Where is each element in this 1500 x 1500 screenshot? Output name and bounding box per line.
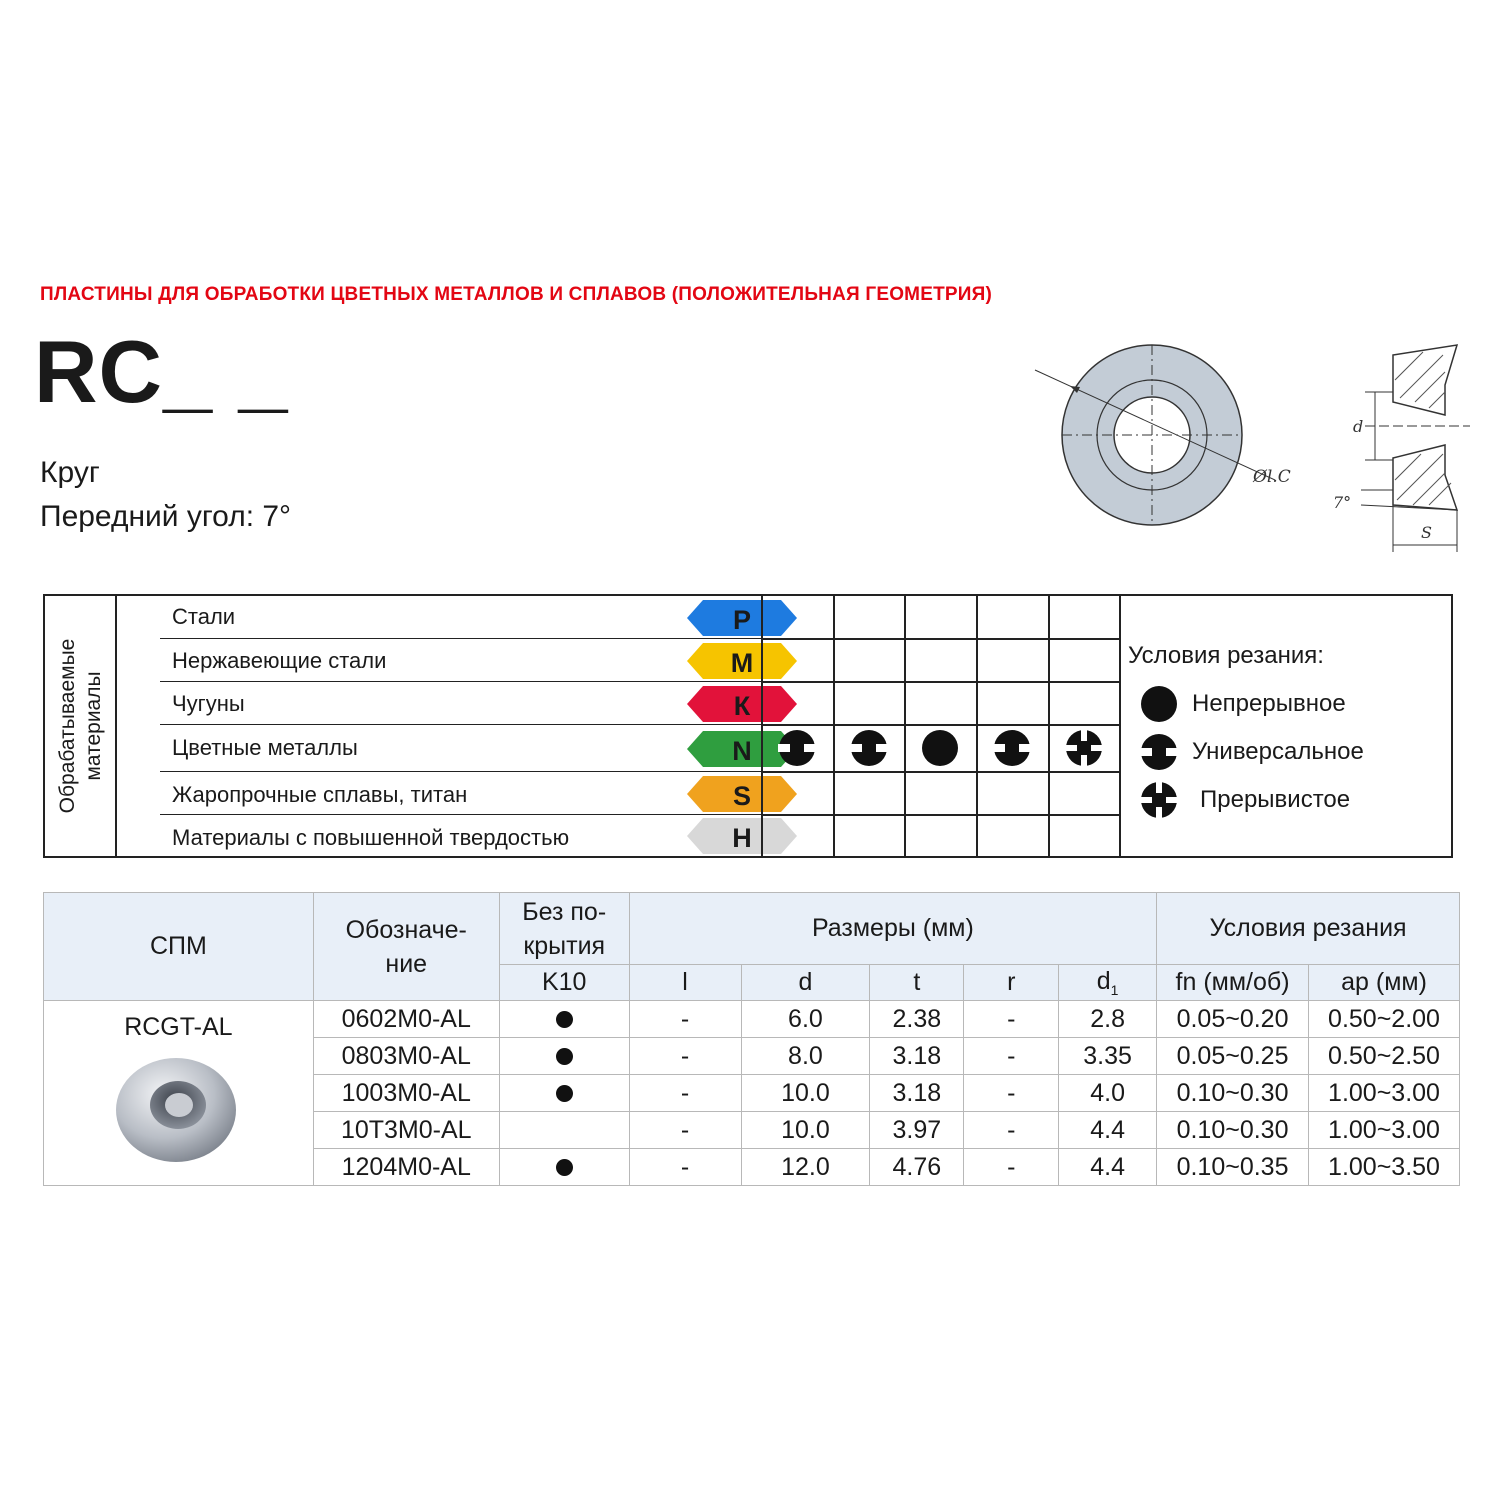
cutting-conditions-title: Условия резания: [1128,642,1324,669]
material-badge-h: H [687,818,797,854]
interrupted-icon [1140,781,1178,819]
svg-text:N: N [732,736,752,766]
n-condition-continuous-icon [922,730,958,766]
insert-photo [116,1058,237,1162]
col-conditions: Условия резания [1156,892,1460,965]
material-label: Материалы с повышенной твердостью [172,825,570,850]
col-fn: fn (мм/об) [1156,964,1310,1001]
material-label: Чугуны [172,691,245,716]
col-dimensions: Размеры (мм) [628,892,1158,965]
col-t: t [869,964,965,1001]
svg-text:К: К [734,691,751,721]
section-subtitle: ПЛАСТИНЫ ДЛЯ ОБРАБОТКИ ЦВЕТНЫХ МЕТАЛЛОВ … [40,284,992,305]
material-badge-s: S [687,776,797,812]
spm-name: RCGT-AL [124,1013,233,1041]
material-row-nonferrous: Цветные металлы N [160,725,805,772]
rake-angle-label: Передний угол: 7° [40,500,292,533]
material-label: Нержавеющие стали [172,648,387,673]
material-row-cast-iron: Чугуны К [160,682,805,725]
material-badge-p: P [687,600,797,636]
k10-mark [498,1148,630,1186]
col-spm: СПМ [43,892,314,1001]
material-badge-k: К [687,686,797,722]
col-r: r [963,964,1060,1001]
material-badge-m: M [687,643,797,679]
material-label: Жаропрочные сплавы, титан [172,782,468,807]
k10-mark [498,1111,630,1149]
product-code-title: RC_ _ [34,322,289,421]
table-row: 1204M0-AL - 12.0 4.76 - 4.4 0.10~0.35 1.… [44,1148,1460,1186]
n-condition-interrupted-icon [1065,729,1103,767]
svg-text:P: P [733,605,751,635]
k10-mark [498,1074,630,1112]
n-condition-universal-icon [850,730,888,766]
material-label: Стали [172,604,236,629]
col-l: l [628,964,742,1001]
material-row-stainless: Нержавеющие стали M [160,639,805,682]
n-condition-universal-icon [993,730,1031,766]
angle-dimension-label: 7° [1333,493,1351,512]
col-ap: ap (мм) [1308,964,1460,1001]
col-d: d [740,964,871,1001]
material-row-hardened: Материалы с повышенной твердостью H [160,815,805,856]
material-label: Цветные металлы [172,735,358,760]
specs-table: СПМ Обозначе-ние Без по-крытия Размеры (… [43,892,1460,1186]
material-row-steel: Стали P [160,596,805,639]
shape-label: Круг [40,456,100,489]
table-row: 0803M0-AL - 8.0 3.18 - 3.35 0.05~0.25 0.… [44,1037,1460,1075]
insert-side-view-drawing: d 7° S [1333,344,1470,552]
diameter-label: Øl.C [1252,467,1291,487]
n-condition-universal-icon [778,730,816,766]
svg-text:M: M [731,648,754,678]
insert-top-view-drawing: Øl.C [1034,344,1291,526]
table-row: RCGT-AL 0602M0-AL - 6.0 2.38 - 2.8 0.05~… [43,1000,1460,1186]
material-badge-n: N [687,731,797,767]
d-dimension-label: d [1353,417,1363,436]
continuous-icon [1141,686,1177,722]
universal-icon [1140,734,1178,770]
svg-text:S: S [733,781,751,811]
col-d1: d1 [1058,964,1158,1001]
spm-cell: RCGT-AL [43,1000,314,1186]
s-dimension-label: S [1421,523,1432,542]
k10-mark [498,1000,630,1038]
col-k10: K10 [498,964,630,1001]
material-row-heat-resistant: Жаропрочные сплавы, титан S [160,772,805,815]
table-row: 10T3M0-AL - 10.0 3.97 - 4.4 0.10~0.30 1.… [44,1111,1460,1149]
col-uncoated: Без по-крытия [498,892,630,965]
table-row: 1003M0-AL - 10.0 3.18 - 4.0 0.10~0.30 1.… [44,1074,1460,1112]
k10-mark [498,1037,630,1075]
svg-text:H: H [732,823,752,853]
col-designation: Обозначе-ние [312,892,500,1001]
